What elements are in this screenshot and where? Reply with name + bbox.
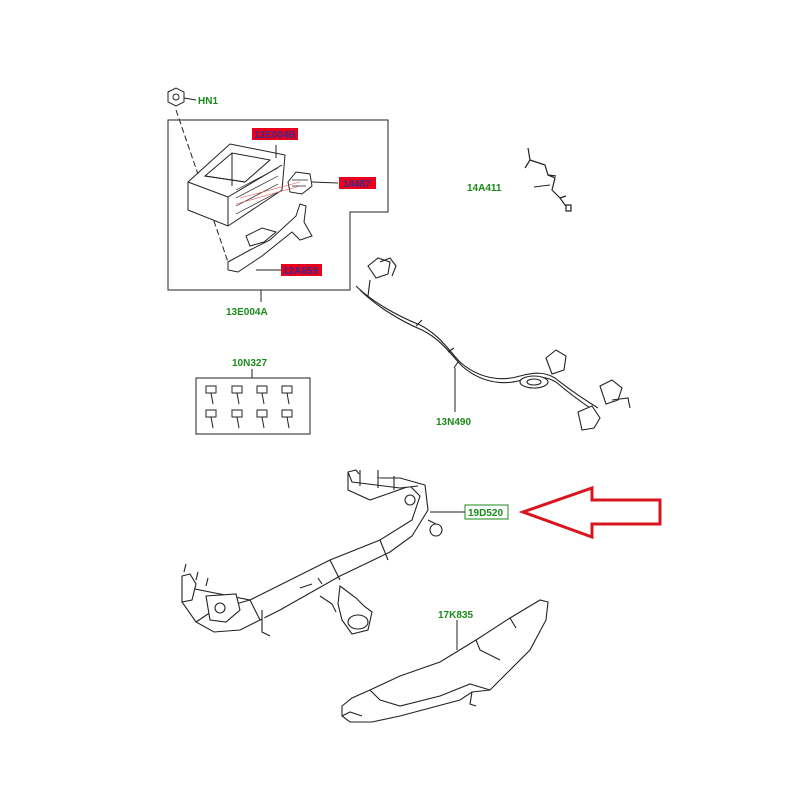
- harness-14a411: [524, 147, 572, 212]
- pointer-arrow-icon: [518, 485, 662, 540]
- bolt-icon: [281, 409, 293, 429]
- bolt-icon: [281, 385, 293, 405]
- mounting-bracket: [227, 203, 313, 273]
- label-17k835: 17K835: [438, 610, 473, 621]
- label-hn1: HN1: [198, 96, 218, 107]
- bolts-box-outline: [195, 377, 311, 435]
- bumper-cover-17k835: [341, 599, 549, 723]
- label-14487: 14487: [343, 179, 371, 190]
- leader-14a411: [533, 184, 551, 188]
- bolts-10n327-group: [195, 369, 311, 435]
- label-13n490: 13N490: [436, 417, 471, 428]
- bolt-icon: [231, 409, 243, 429]
- connector-14487: [287, 171, 313, 195]
- label-bg-14487: [339, 177, 376, 189]
- module-assembly-group: [167, 87, 389, 302]
- label-13e004b: 13E004B: [254, 130, 296, 141]
- label-bg-12a659: [281, 264, 322, 276]
- tow-bar-19d520: [181, 469, 466, 637]
- leader-hn1: [183, 97, 197, 101]
- bolt-icon: [205, 385, 217, 405]
- hn1-nut-icon: [167, 87, 185, 107]
- leader-14487: [311, 181, 339, 184]
- bolt-icon: [231, 385, 243, 405]
- bolt-icon: [256, 385, 268, 405]
- harness-13n490: [355, 257, 631, 431]
- bolt-icon: [256, 409, 268, 429]
- bolt-icon: [205, 409, 217, 429]
- label-13e004a: 13E004A: [226, 307, 268, 318]
- module-box-outline: [167, 119, 389, 291]
- label-bg-13e004b: [252, 128, 298, 140]
- label-19d520: 19D520: [468, 508, 503, 519]
- control-module: [187, 143, 286, 227]
- label-12a659: 12A659: [283, 266, 318, 277]
- label-10n327: 10N327: [232, 358, 267, 369]
- label-14a411: 14A411: [467, 183, 502, 194]
- label-box-19d520: [464, 504, 509, 520]
